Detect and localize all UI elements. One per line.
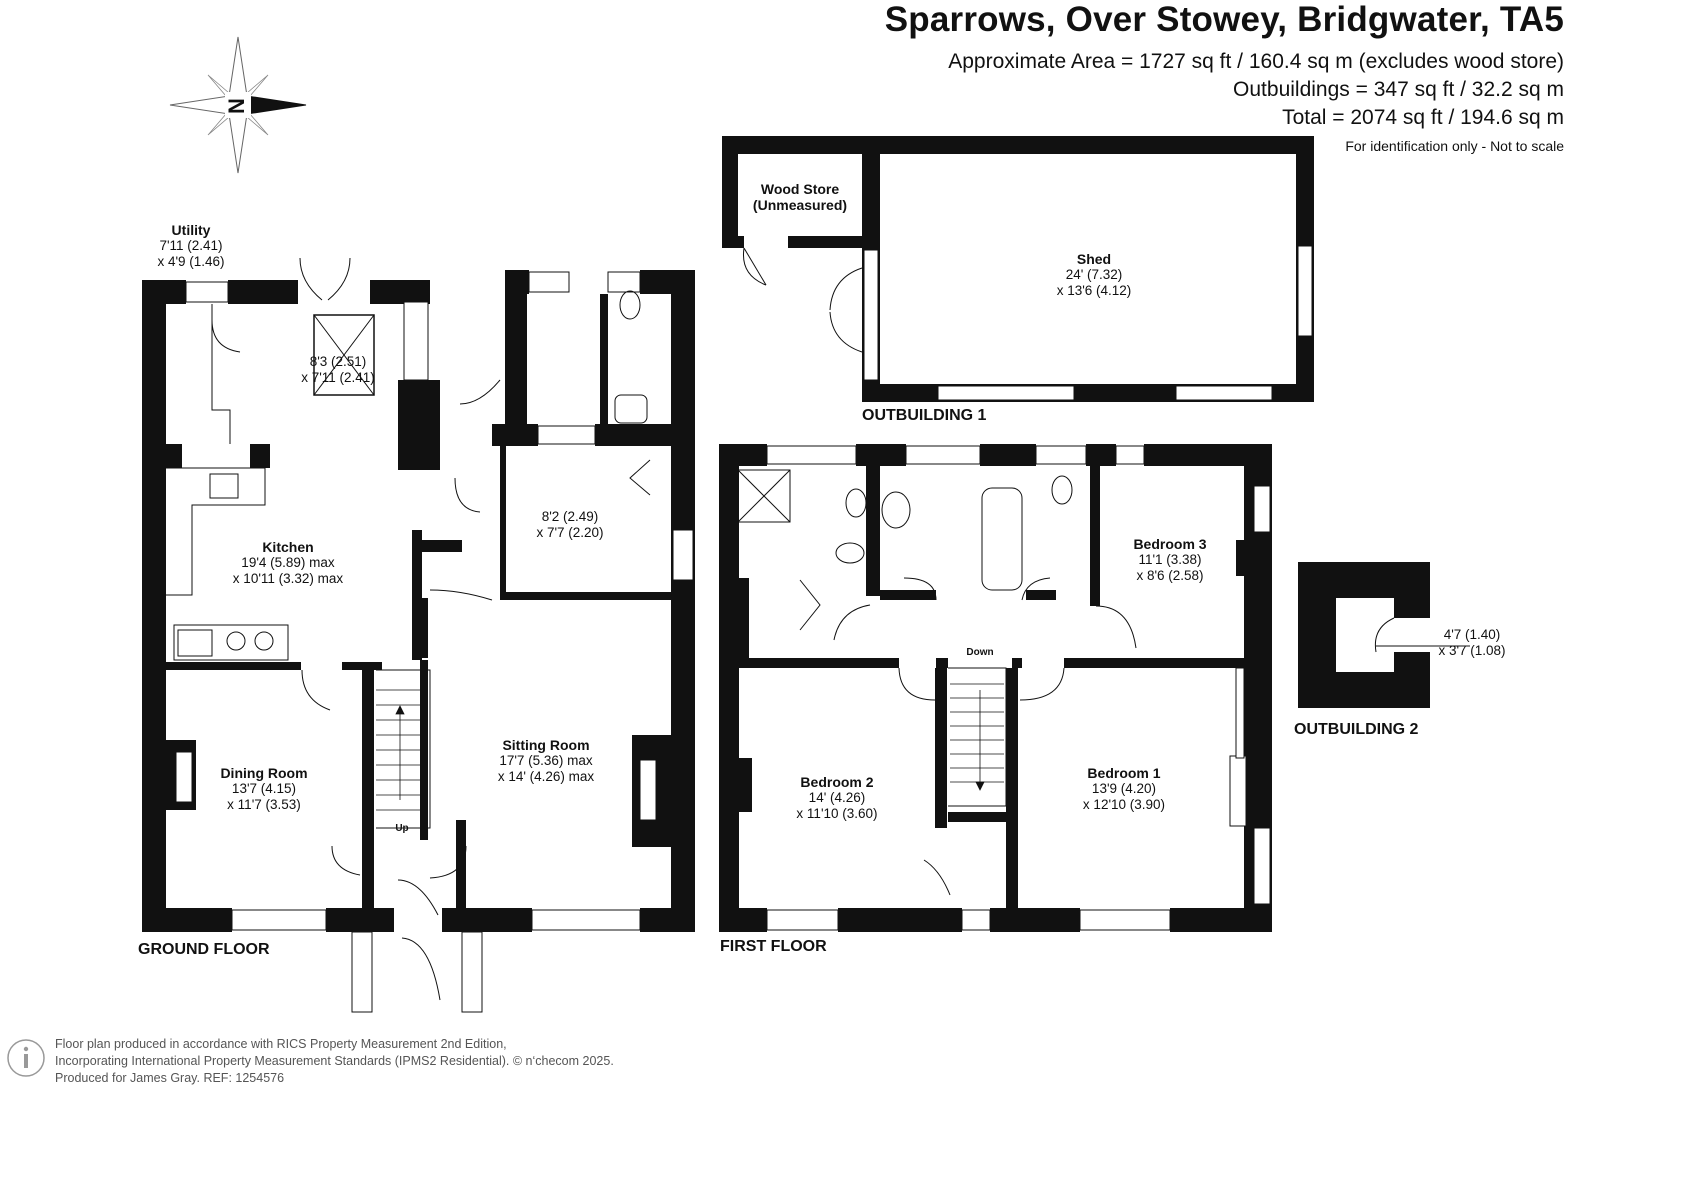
room-conservatory: 8'3 (2.51) x 7'11 (2.41)	[301, 354, 375, 386]
room-dining: Dining Room 13'7 (4.15) x 11'7 (3.53)	[220, 765, 307, 813]
room-dimension: 7'11 (2.41)	[159, 238, 223, 253]
room-name: Shed	[1076, 251, 1112, 267]
room-name: Bedroom 2	[800, 774, 874, 790]
first-floor-walls	[719, 444, 1272, 932]
room-dimension: 19'4 (5.89) max	[241, 555, 335, 570]
ground-floor-walls	[142, 270, 695, 1013]
ground-floor-fittings	[156, 257, 651, 1001]
footer-line: Incorporating International Property Mea…	[55, 1054, 614, 1068]
compass-north-label: N	[223, 98, 249, 114]
info-icon	[7, 1039, 45, 1077]
room-dimension: 11'1 (3.38)	[1138, 552, 1202, 567]
room-dimension: 13'9 (4.20)	[1091, 781, 1157, 796]
room-dimension: x 13'6 (4.12)	[1056, 283, 1132, 298]
room-shed: Shed 24' (7.32) x 13'6 (4.12)	[1057, 251, 1132, 299]
room-name: Wood Store	[760, 181, 840, 197]
first-floor-windows	[766, 445, 1271, 931]
room-study: 8'2 (2.49) x 7'7 (2.20)	[536, 509, 603, 541]
scale-note: For identification only - Not to scale	[1345, 138, 1564, 154]
room-dimension: 14' (4.26)	[808, 790, 866, 805]
room-name: (Unmeasured)	[752, 197, 848, 213]
room-outbuilding-2: 4'7 (1.40) x 3'7 (1.08)	[1438, 627, 1505, 659]
room-name: Utility	[171, 222, 211, 238]
room-dimension: x 4'9 (1.46)	[157, 254, 225, 269]
footer-line: Floor plan produced in accordance with R…	[55, 1037, 507, 1051]
room-dimension: 8'3 (2.51)	[309, 354, 367, 369]
outbuilding-1-label: OUTBUILDING 1	[862, 407, 987, 424]
staircase-first	[950, 683, 1004, 791]
room-bedroom-2: Bedroom 2 14' (4.26) x 11'10 (3.60)	[796, 774, 877, 822]
property-title: Sparrows, Over Stowey, Bridgwater, TA5	[884, 0, 1564, 39]
outbuilding-2-label: OUTBUILDING 2	[1294, 721, 1419, 738]
floor-plan-drawing	[7, 36, 1470, 1077]
footer-credits: Floor plan produced in accordance with R…	[55, 1036, 614, 1087]
first-floor-label: FIRST FLOOR	[720, 938, 827, 955]
room-sitting: Sitting Room 17'7 (5.36) max x 14' (4.26…	[498, 737, 594, 785]
outbuilding-2-walls	[1298, 562, 1430, 708]
room-bedroom-3: Bedroom 3 11'1 (3.38) x 8'6 (2.58)	[1133, 536, 1206, 584]
approximate-area: Approximate Area = 1727 sq ft / 160.4 sq…	[948, 50, 1564, 73]
room-dimension: x 12'10 (3.90)	[1082, 797, 1166, 812]
outbuilding-2-door	[1374, 617, 1470, 653]
outbuilding-1-doors	[742, 247, 863, 353]
room-dimension: x 8'6 (2.58)	[1136, 568, 1204, 583]
footer-line: Produced for James Gray. REF: 1254576	[55, 1071, 285, 1085]
stairs-down-label: Down	[966, 647, 994, 658]
room-dimension: x 14' (4.26) max	[497, 769, 595, 784]
room-name: Kitchen	[262, 539, 314, 555]
room-name: Dining Room	[220, 765, 308, 781]
room-kitchen: Kitchen 19'4 (5.89) max x 10'11 (3.32) m…	[233, 539, 343, 587]
first-floor-fittings	[737, 469, 1137, 896]
room-utility: Utility 7'11 (2.41) x 4'9 (1.46)	[157, 222, 224, 270]
outbuildings-area: Outbuildings = 347 sq ft / 32.2 sq m	[1233, 78, 1564, 101]
room-dimension: 17'7 (5.36) max	[499, 753, 593, 768]
room-name: Sitting Room	[502, 737, 590, 753]
compass-rose-icon	[169, 36, 307, 174]
room-name: Bedroom 3	[1133, 536, 1207, 552]
room-dimension: x 7'7 (2.20)	[536, 525, 604, 540]
room-dimension: 13'7 (4.15)	[231, 781, 297, 796]
outbuilding-1-windows	[863, 245, 1313, 401]
room-dimension: x 10'11 (3.32) max	[232, 571, 344, 586]
room-dimension: 24' (7.32)	[1065, 267, 1123, 282]
room-wood-store: Wood Store (Unmeasured)	[753, 181, 847, 213]
room-dimension: x 3'7 (1.08)	[1438, 643, 1506, 658]
room-dimension: x 7'11 (2.41)	[301, 370, 375, 385]
ground-floor-label: GROUND FLOOR	[138, 941, 270, 958]
room-dimension: 4'7 (1.40)	[1443, 627, 1501, 642]
outbuilding-1-walls	[722, 136, 1314, 402]
room-bedroom-1: Bedroom 1 13'9 (4.20) x 12'10 (3.90)	[1083, 765, 1165, 813]
staircase-ground	[376, 689, 420, 811]
ground-floor-windows	[175, 271, 694, 931]
room-dimension: 8'2 (2.49)	[541, 509, 599, 524]
stairs-up-label: Up	[395, 823, 409, 834]
room-dimension: x 11'7 (3.53)	[227, 797, 301, 812]
room-dimension: x 11'10 (3.60)	[796, 806, 878, 821]
room-name: Bedroom 1	[1087, 765, 1161, 781]
total-area: Total = 2074 sq ft / 194.6 sq m	[1282, 106, 1564, 129]
